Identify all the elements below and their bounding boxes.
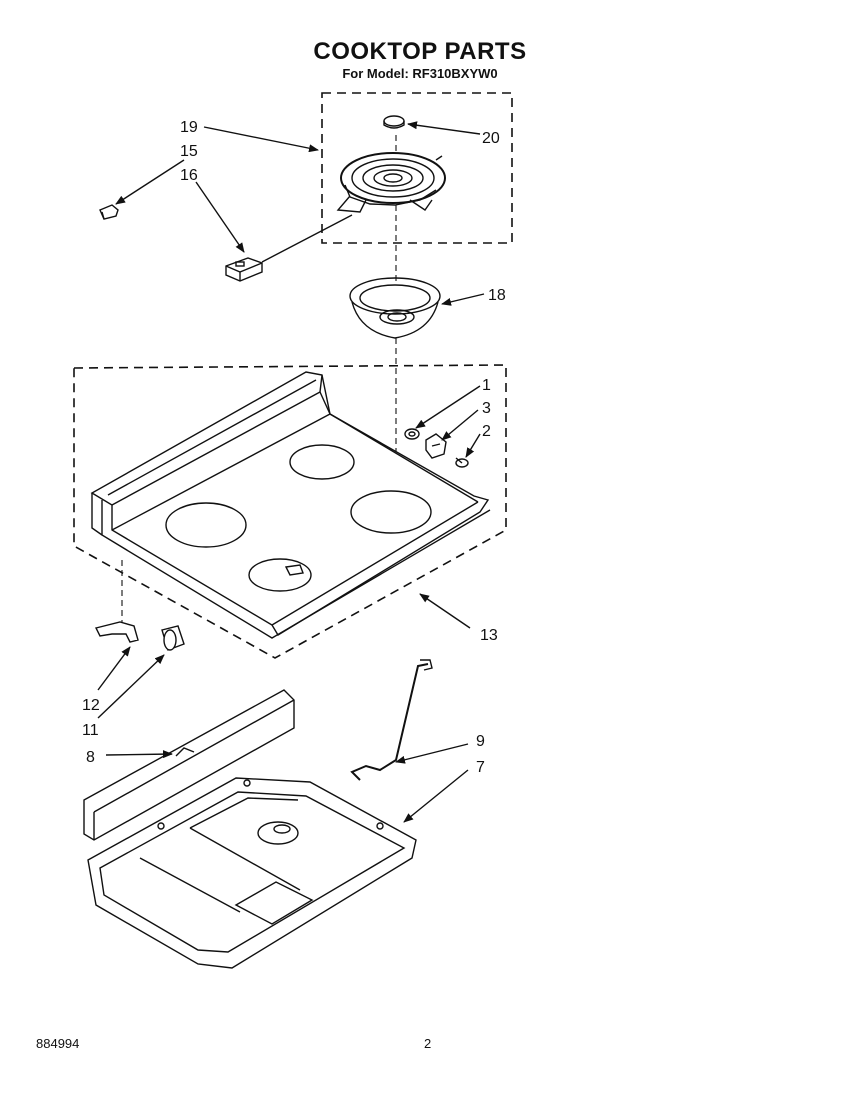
callout-12: 12 xyxy=(82,697,100,714)
callout-18: 18 xyxy=(488,287,506,304)
part-12-wire-connector xyxy=(94,621,139,643)
callout-16: 16 xyxy=(180,167,198,184)
part-13-cooktop xyxy=(90,371,491,639)
part-19-surface-element xyxy=(336,152,446,213)
callout-19: 19 xyxy=(180,119,198,136)
callout-2: 2 xyxy=(482,423,491,440)
callout-7: 7 xyxy=(476,759,485,776)
callout-20: 20 xyxy=(482,130,500,147)
callout-11: 11 xyxy=(82,722,99,739)
callout-15: 15 xyxy=(180,143,198,160)
document-number: 884994 xyxy=(36,1036,80,1051)
part-20-cap xyxy=(383,115,405,129)
page-title: COOKTOP PARTS xyxy=(313,38,527,65)
part-7-burner-box xyxy=(87,777,417,969)
part-9-rod xyxy=(350,659,433,781)
part-1-nut xyxy=(404,428,420,440)
part-2-screw xyxy=(455,457,469,468)
surface-element-group-box xyxy=(321,92,513,244)
callout-9: 9 xyxy=(476,733,485,750)
part-16-terminal-block xyxy=(225,257,263,282)
callout-13: 13 xyxy=(480,627,498,644)
page-number: 2 xyxy=(424,1036,432,1051)
part-11-sleeve xyxy=(161,625,185,651)
callout-3: 3 xyxy=(482,400,491,417)
part-18-drip-bowl xyxy=(349,277,441,339)
part-15-clip xyxy=(99,204,119,220)
callout-8: 8 xyxy=(86,749,95,766)
callout-1: 1 xyxy=(482,377,491,394)
cooktop-group-box xyxy=(73,364,507,659)
part-3-bracket xyxy=(425,433,447,459)
part-8-rear-panel xyxy=(83,689,295,841)
model-subtitle: For Model: RF310BXYW0 xyxy=(342,66,498,81)
